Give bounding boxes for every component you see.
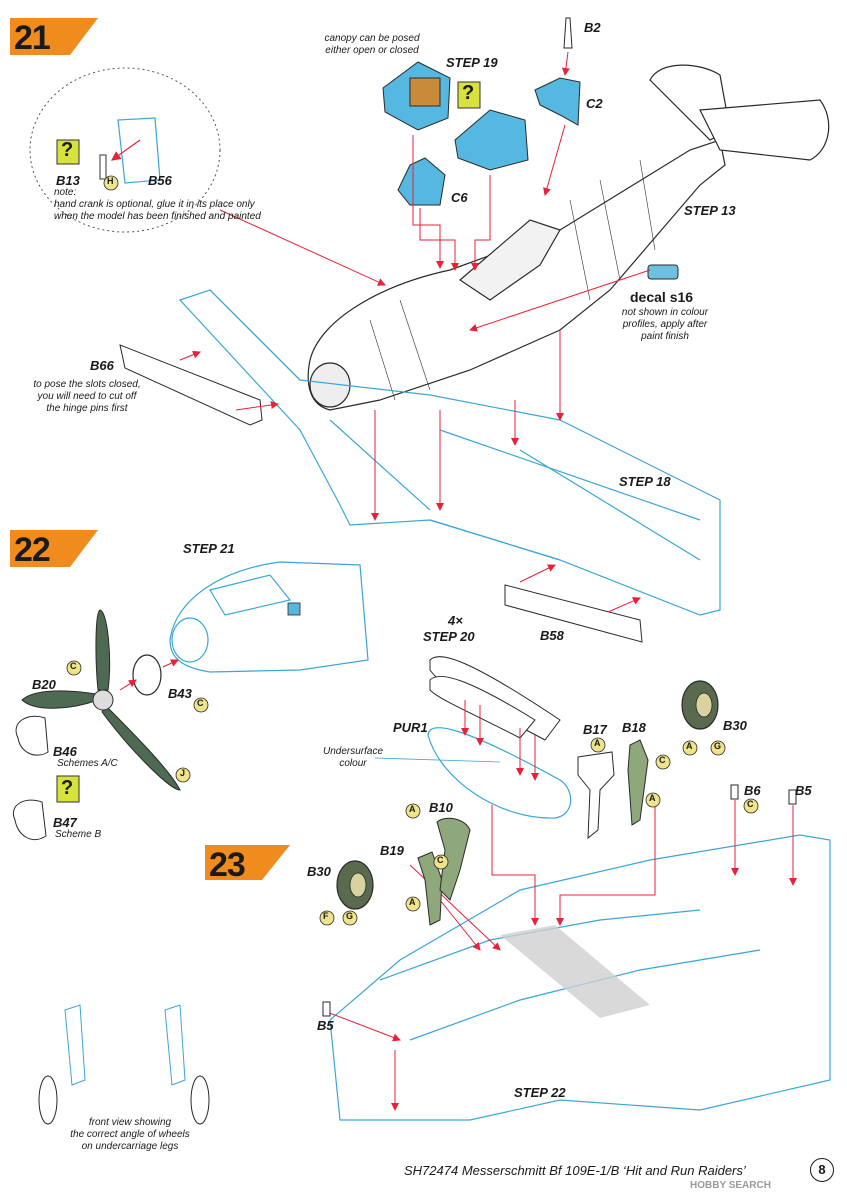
bombs-step20 bbox=[429, 656, 561, 741]
glue-h: H bbox=[107, 176, 114, 186]
spinner-plate-b43 bbox=[132, 654, 162, 696]
gear-leg-b19 bbox=[417, 851, 443, 926]
aircraft-top-view bbox=[307, 64, 830, 411]
nose-step22 bbox=[169, 561, 369, 673]
step-number-23: 23 bbox=[209, 846, 246, 884]
glue-markers bbox=[66, 175, 759, 926]
part-label-b6: B6 bbox=[744, 783, 761, 798]
note-undersurface: Undersurface colour bbox=[322, 746, 384, 769]
propeller-b20 bbox=[21, 609, 181, 791]
footer-title: SH72474 Messerschmitt Bf 109E-1/B ‘Hit a… bbox=[404, 1163, 746, 1178]
part-label-b43: B43 bbox=[168, 686, 192, 701]
glue-f: F bbox=[323, 911, 329, 921]
glue-g-2: G bbox=[346, 911, 354, 921]
note-canopy: canopy can be posed either open or close… bbox=[324, 33, 420, 56]
wing-top bbox=[178, 289, 721, 616]
step-ref-18: STEP 18 bbox=[619, 474, 671, 489]
note-scheme-b: Scheme B bbox=[55, 829, 102, 840]
part-label-b30-left: B30 bbox=[307, 864, 331, 879]
glue-a-2: A bbox=[649, 793, 656, 803]
part-label-b18: B18 bbox=[622, 720, 646, 735]
part-label-b47: B47 bbox=[53, 815, 77, 830]
glue-c-2: C bbox=[197, 698, 204, 708]
glue-a-1: A bbox=[594, 738, 601, 748]
undersurface-strip bbox=[500, 925, 650, 1018]
glue-j: J bbox=[180, 768, 186, 778]
part-label-b20: B20 bbox=[32, 677, 56, 692]
step-flag-22 bbox=[10, 530, 98, 567]
part-label-pur1: PUR1 bbox=[393, 720, 428, 735]
canopy-parts bbox=[382, 61, 581, 206]
part-label-c6: C6 bbox=[451, 190, 468, 205]
note-decal: not shown in colour profiles, apply afte… bbox=[621, 307, 709, 342]
watermark: HOBBY SEARCH bbox=[690, 1180, 771, 1191]
spinner-b46 bbox=[15, 715, 49, 756]
part-label-c2: C2 bbox=[586, 96, 603, 111]
note-hand-crank: note: hand crank is optional, glue it in… bbox=[54, 187, 261, 222]
step-ref-21: STEP 21 bbox=[183, 541, 235, 556]
glue-a-4: A bbox=[409, 804, 416, 814]
note-front-view: front view showing the correct angle of … bbox=[70, 1117, 190, 1152]
gear-door-b17 bbox=[577, 751, 615, 840]
part-label-b19: B19 bbox=[380, 843, 404, 858]
note-slots: to pose the slots closed, you will need … bbox=[33, 379, 141, 414]
help-mark-3: ? bbox=[61, 777, 74, 799]
part-label-b2: B2 bbox=[584, 20, 601, 35]
part-label-b30-right: B30 bbox=[723, 718, 747, 733]
help-mark-1: ? bbox=[61, 139, 74, 161]
step-number-22: 22 bbox=[14, 531, 51, 569]
part-label-b58: B58 bbox=[540, 628, 564, 643]
slat-b66 bbox=[119, 344, 263, 426]
part-label-b13: B13 bbox=[56, 173, 80, 188]
decal-s16-icon bbox=[647, 264, 679, 280]
glue-c-4: C bbox=[747, 799, 754, 809]
page-number: 8 bbox=[810, 1158, 834, 1182]
help-mark-icons bbox=[56, 81, 481, 803]
step-flag-23 bbox=[205, 845, 290, 880]
step-flag-21 bbox=[10, 18, 98, 55]
glue-c-3: C bbox=[659, 755, 666, 765]
note-schemes-ac: Schemes A/C bbox=[57, 758, 118, 769]
gear-door-b10 bbox=[436, 817, 471, 901]
step-ref-20-count: 4× bbox=[448, 613, 463, 628]
part-label-b10: B10 bbox=[429, 800, 453, 815]
part-label-b66: B66 bbox=[90, 358, 114, 373]
decal-s16-title: decal s16 bbox=[630, 289, 694, 305]
spinner-b47 bbox=[12, 799, 47, 841]
gear-leg-b18 bbox=[627, 739, 649, 826]
part-label-b17: B17 bbox=[583, 722, 607, 737]
slat-b58 bbox=[504, 584, 643, 643]
step-ref-20: STEP 20 bbox=[423, 629, 475, 644]
glue-a-5: A bbox=[409, 897, 416, 907]
part-label-b56: B56 bbox=[148, 173, 172, 188]
step-number-21: 21 bbox=[14, 19, 51, 57]
part-label-b46: B46 bbox=[53, 744, 77, 759]
step-ref-19: STEP 19 bbox=[446, 55, 498, 70]
pur1-panel bbox=[427, 727, 572, 819]
part-label-b5-left: B5 bbox=[317, 1018, 334, 1033]
glue-a-3: A bbox=[686, 741, 693, 751]
detail-circle bbox=[29, 67, 221, 233]
step-ref-22: STEP 22 bbox=[514, 1085, 566, 1100]
help-mark-2: ? bbox=[462, 82, 475, 104]
glue-c-5: C bbox=[437, 855, 444, 865]
part-label-b5-right: B5 bbox=[795, 783, 812, 798]
glue-g-1: G bbox=[714, 741, 722, 751]
front-view-gear bbox=[64, 1004, 186, 1086]
glue-c-1: C bbox=[70, 661, 77, 671]
step-ref-13: STEP 13 bbox=[684, 203, 736, 218]
